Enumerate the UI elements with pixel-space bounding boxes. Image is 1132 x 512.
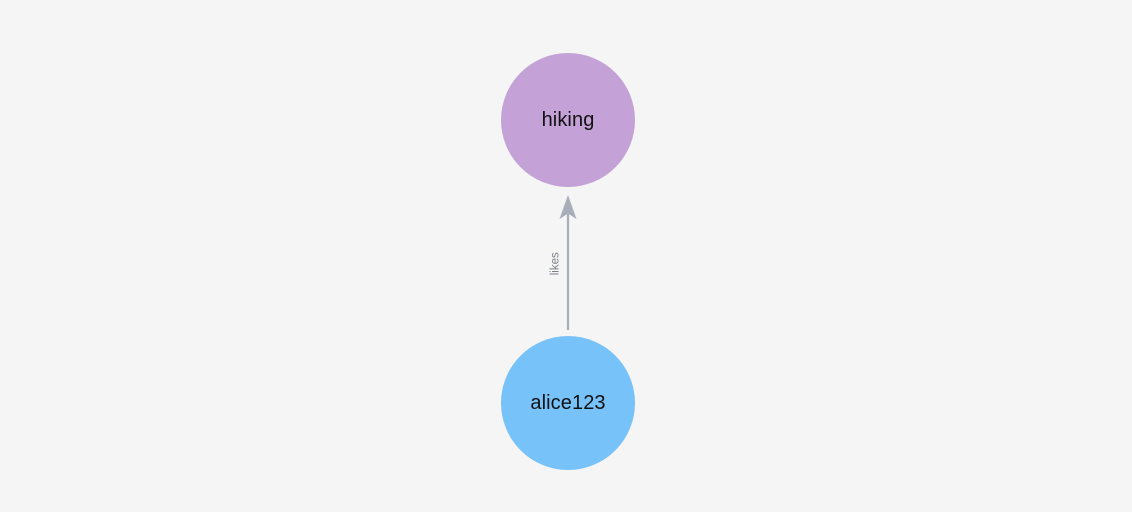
node-alice123-label: alice123 bbox=[530, 392, 606, 414]
edge-arrowhead-icon bbox=[559, 195, 577, 219]
node-hiking-label: hiking bbox=[541, 109, 595, 131]
edge-alice123-likes-hiking[interactable] bbox=[559, 195, 577, 330]
edge-label-likes: likes bbox=[549, 252, 562, 276]
node-alice123[interactable]: alice123 bbox=[501, 336, 635, 470]
node-hiking[interactable]: hiking bbox=[501, 53, 635, 187]
